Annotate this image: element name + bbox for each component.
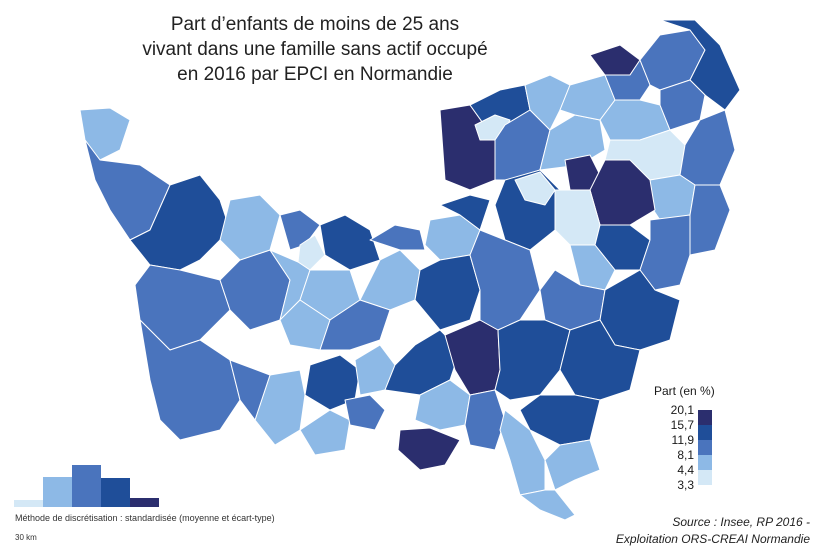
- epci-region: [514, 171, 556, 206]
- epci-region: [559, 319, 641, 401]
- epci-region: [299, 409, 351, 456]
- epci-region: [344, 394, 386, 431]
- legend-break-1: 20,1: [670, 403, 694, 417]
- legend-swatch-class-1: [698, 410, 712, 425]
- title-line-1: Part d’enfants de moins de 25 ans: [170, 14, 460, 35]
- legend-break-2: 15,7: [670, 418, 694, 432]
- epci-regions: [79, 19, 741, 521]
- epci-region: [659, 19, 741, 111]
- epci-region: [569, 244, 616, 291]
- title-line-2: vivant dans une famille sans actif occup…: [142, 39, 488, 60]
- map-title: Part d’enfants de moins de 25 ans vivant…: [120, 12, 510, 87]
- legend-break-6: 3,3: [677, 478, 694, 492]
- legend-swatch-class-3: [698, 440, 712, 455]
- histogram-bar: [43, 477, 72, 507]
- histogram-bar: [130, 498, 159, 507]
- legend-swatch-class-5: [698, 470, 712, 485]
- epci-region: [519, 489, 576, 521]
- scale-label: 30 km: [15, 533, 37, 542]
- legend-break-3: 11,9: [671, 433, 694, 447]
- discretisation-method: Méthode de discrétisation : standardisée…: [15, 513, 275, 523]
- legend-swatch-class-4: [698, 455, 712, 470]
- legend-break-4: 8,1: [677, 448, 694, 462]
- legend-break-5: 4,4: [677, 463, 694, 477]
- histogram-bar: [72, 465, 101, 507]
- epci-region: [494, 319, 571, 401]
- epci-region: [279, 209, 321, 251]
- histogram-bar: [14, 500, 43, 507]
- epci-region: [397, 427, 461, 471]
- histogram-bar: [101, 478, 130, 507]
- epci-region: [297, 234, 326, 271]
- legend-title: Part (en %): [654, 384, 715, 398]
- epci-region: [139, 319, 241, 441]
- epci-region: [319, 299, 391, 351]
- epci-region: [414, 254, 481, 331]
- epci-region: [229, 359, 271, 421]
- epci-region: [439, 194, 491, 231]
- source-note: Source : Insee, RP 2016 - Exploitation O…: [616, 514, 810, 548]
- legend-swatch-class-2: [698, 425, 712, 440]
- epci-region: [369, 224, 426, 251]
- source-line-2: Exploitation ORS-CREAI Normandie: [615, 532, 810, 546]
- source-line-1: Source : Insee, RP 2016 -: [672, 515, 810, 529]
- title-line-3: en 2016 par EPCI en Normandie: [177, 64, 453, 85]
- epci-region: [639, 214, 691, 291]
